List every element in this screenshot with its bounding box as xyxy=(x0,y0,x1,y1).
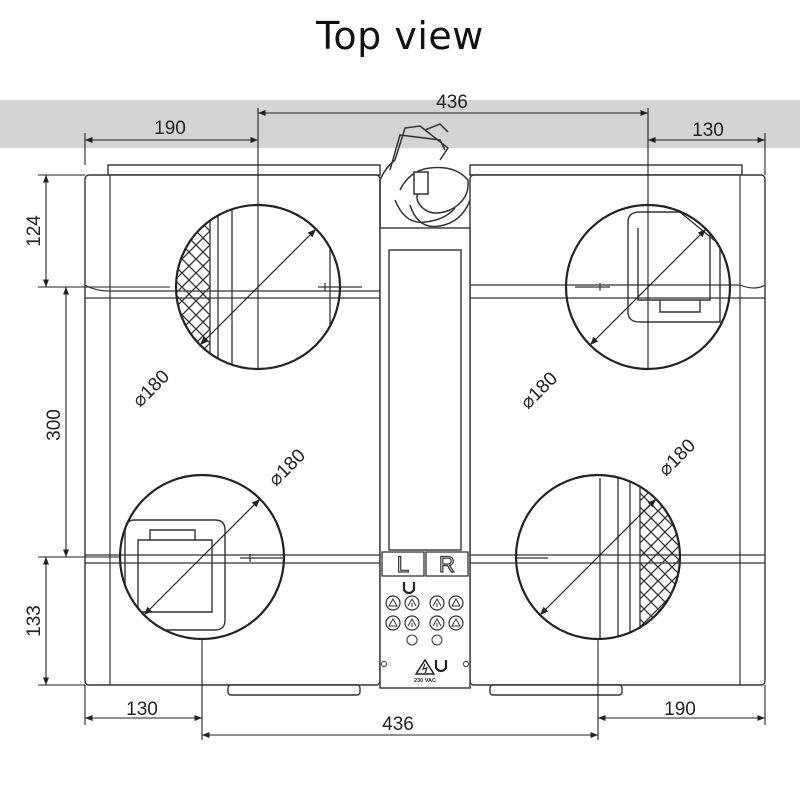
dim-bottom-left: 130 xyxy=(126,699,158,720)
high-voltage-warning-icon xyxy=(414,658,436,675)
left-label-box xyxy=(381,551,425,577)
voltage-label: 230 VAC xyxy=(414,678,436,684)
left-label: L xyxy=(397,552,409,577)
dim-left-bottom: 133 xyxy=(24,605,45,637)
dim-top-overall: 436 xyxy=(436,92,468,113)
right-label: R xyxy=(439,552,455,577)
dim-top-left: 190 xyxy=(154,118,186,139)
dim-bottom-right: 190 xyxy=(664,699,696,720)
dim-bottom-overall: 436 xyxy=(382,714,414,735)
dim-left-mid: 300 xyxy=(44,409,65,441)
gray-band xyxy=(0,100,800,148)
dimension-lines xyxy=(38,108,766,740)
control-panel: L R xyxy=(381,551,469,684)
dim-left-top: 124 xyxy=(24,215,45,247)
right-label-box xyxy=(425,551,469,577)
page-title: Top view xyxy=(316,14,484,58)
dim-top-right: 130 xyxy=(692,120,724,141)
magnet-icon xyxy=(402,582,416,595)
magnet-icon xyxy=(434,660,448,673)
power-cable-icon xyxy=(379,123,471,228)
